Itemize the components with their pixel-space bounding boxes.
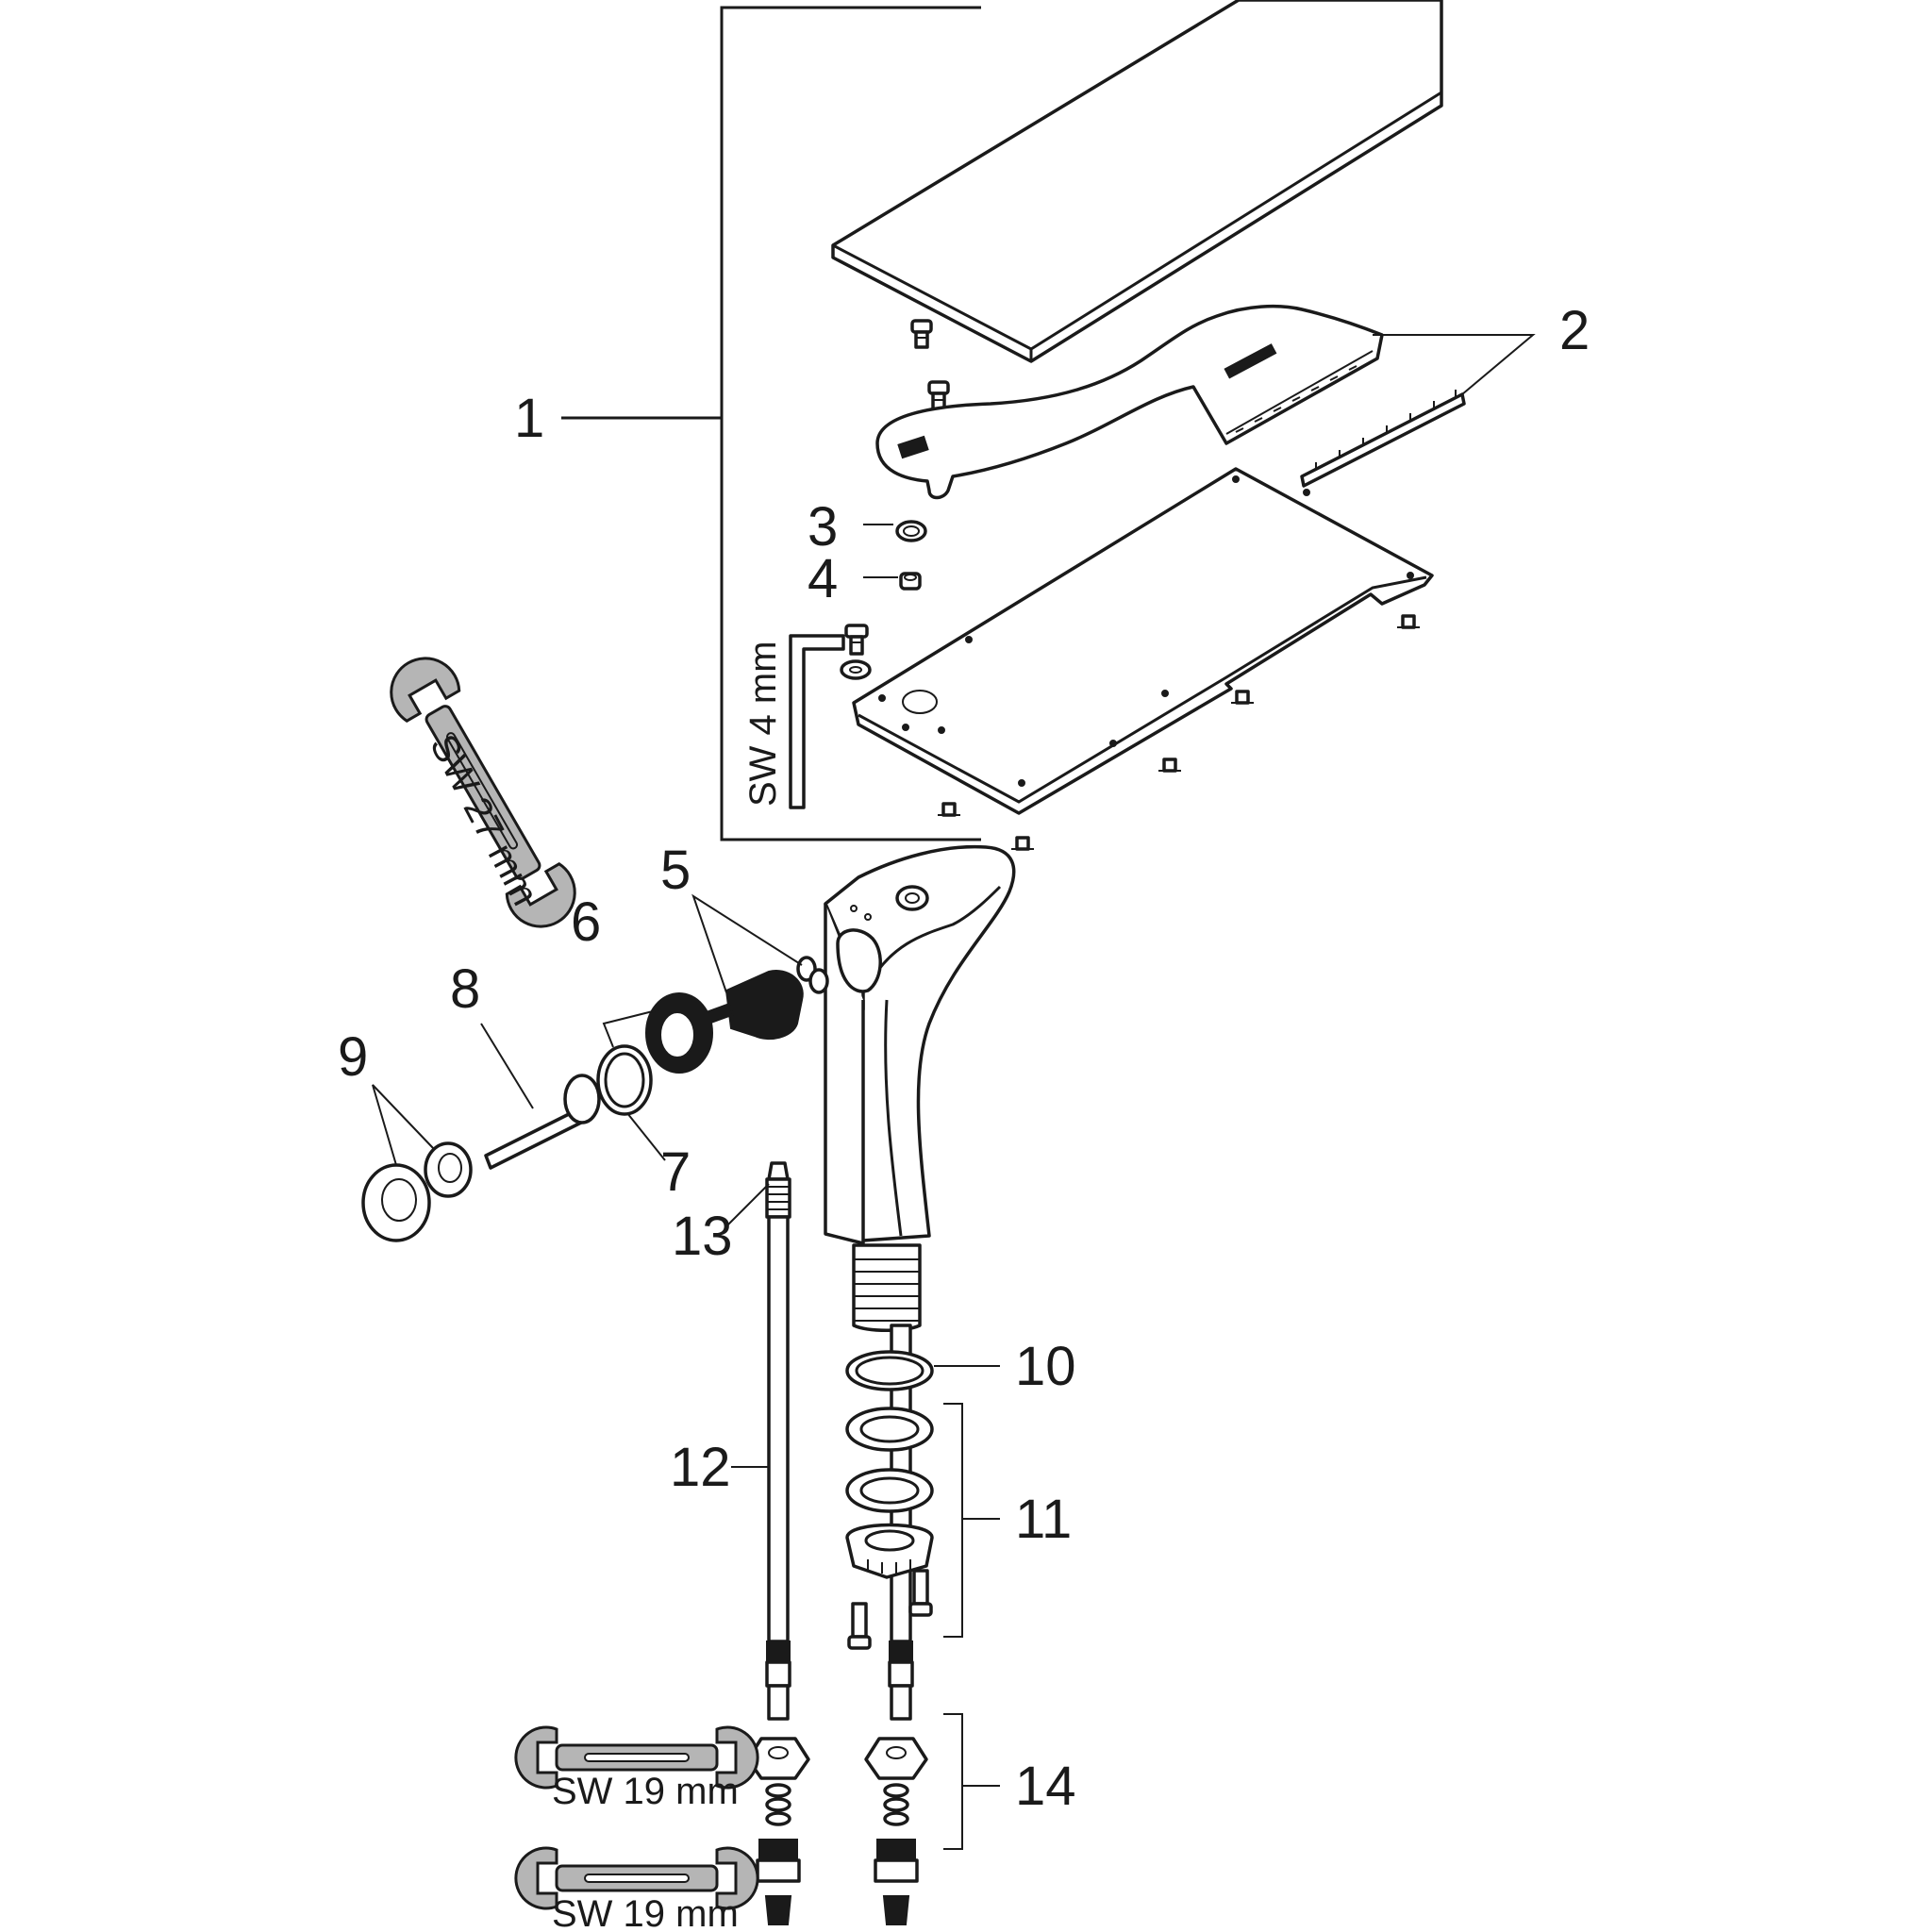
hex-key-tool: [789, 634, 845, 809]
screw-upper-left: [910, 319, 933, 349]
label-part-8: 8: [450, 958, 480, 1020]
nut-9: [424, 1141, 473, 1198]
stud-d: [938, 802, 960, 817]
trim-strip: [1300, 390, 1466, 488]
wrench-19-upper-tool: [514, 1725, 759, 1790]
leader-6: [602, 1008, 661, 1048]
washers-11: [845, 1407, 934, 1579]
escutcheon-9: [361, 1163, 431, 1242]
base-plate: [852, 467, 1434, 815]
stud-c: [1158, 758, 1181, 773]
label-part-5: 5: [660, 840, 691, 901]
label-hex-key: SW 4 mm: [742, 641, 784, 807]
fittings-left: [746, 1737, 810, 1925]
label-part-9: 9: [338, 1026, 368, 1088]
fixing-screws-11: [847, 1569, 933, 1650]
leader-13: [725, 1183, 770, 1227]
label-wrench-27: SW 27 mm: [422, 728, 546, 912]
screw-base: [844, 624, 869, 656]
label-part-12: 12: [670, 1437, 731, 1498]
label-part-10: 10: [1015, 1336, 1076, 1397]
leader-5: [691, 893, 803, 993]
rod-8: [484, 1074, 601, 1170]
stud-b: [1231, 690, 1254, 705]
leader-8: [480, 1023, 534, 1109]
leader-9: [372, 1084, 435, 1166]
o-ring-7: [596, 1044, 653, 1116]
wrench-19-lower-tool: [514, 1846, 759, 1910]
part-4-nut: [899, 572, 922, 591]
bracket-14: [943, 1713, 1000, 1850]
cartridge-5: [695, 956, 829, 1041]
label-part-14: 14: [1015, 1756, 1076, 1817]
label-part-2: 2: [1559, 300, 1590, 361]
leader-2: [1373, 334, 1536, 395]
faucet-body: [824, 844, 1016, 1332]
nut-6: [645, 992, 713, 1074]
top-cover-plate: [831, 0, 1443, 363]
fittings-14-right: [864, 1737, 928, 1925]
label-part-7: 7: [660, 1141, 691, 1203]
label-part-1: 1: [514, 388, 544, 449]
lever-trim: [875, 304, 1384, 500]
label-part-4: 4: [808, 548, 838, 609]
ring-10: [845, 1350, 934, 1391]
label-part-3: 3: [808, 496, 838, 558]
label-part-13: 13: [672, 1206, 733, 1267]
hose-12: [765, 1161, 791, 1721]
label-wrench-19-upper: SW 19 mm: [552, 1771, 739, 1812]
wrench-27-tool: [390, 657, 576, 928]
bracket-1: [561, 6, 981, 841]
label-part-11: 11: [1015, 1489, 1072, 1550]
label-wrench-19-lower: SW 19 mm: [552, 1893, 739, 1932]
stud-a: [1397, 614, 1420, 629]
stud-e: [1011, 836, 1034, 851]
part-3-ring: [895, 520, 927, 542]
leader-7: [626, 1112, 666, 1161]
label-part-6: 6: [571, 891, 601, 953]
bracket-11: [943, 1403, 1000, 1638]
washer-base: [840, 659, 872, 680]
